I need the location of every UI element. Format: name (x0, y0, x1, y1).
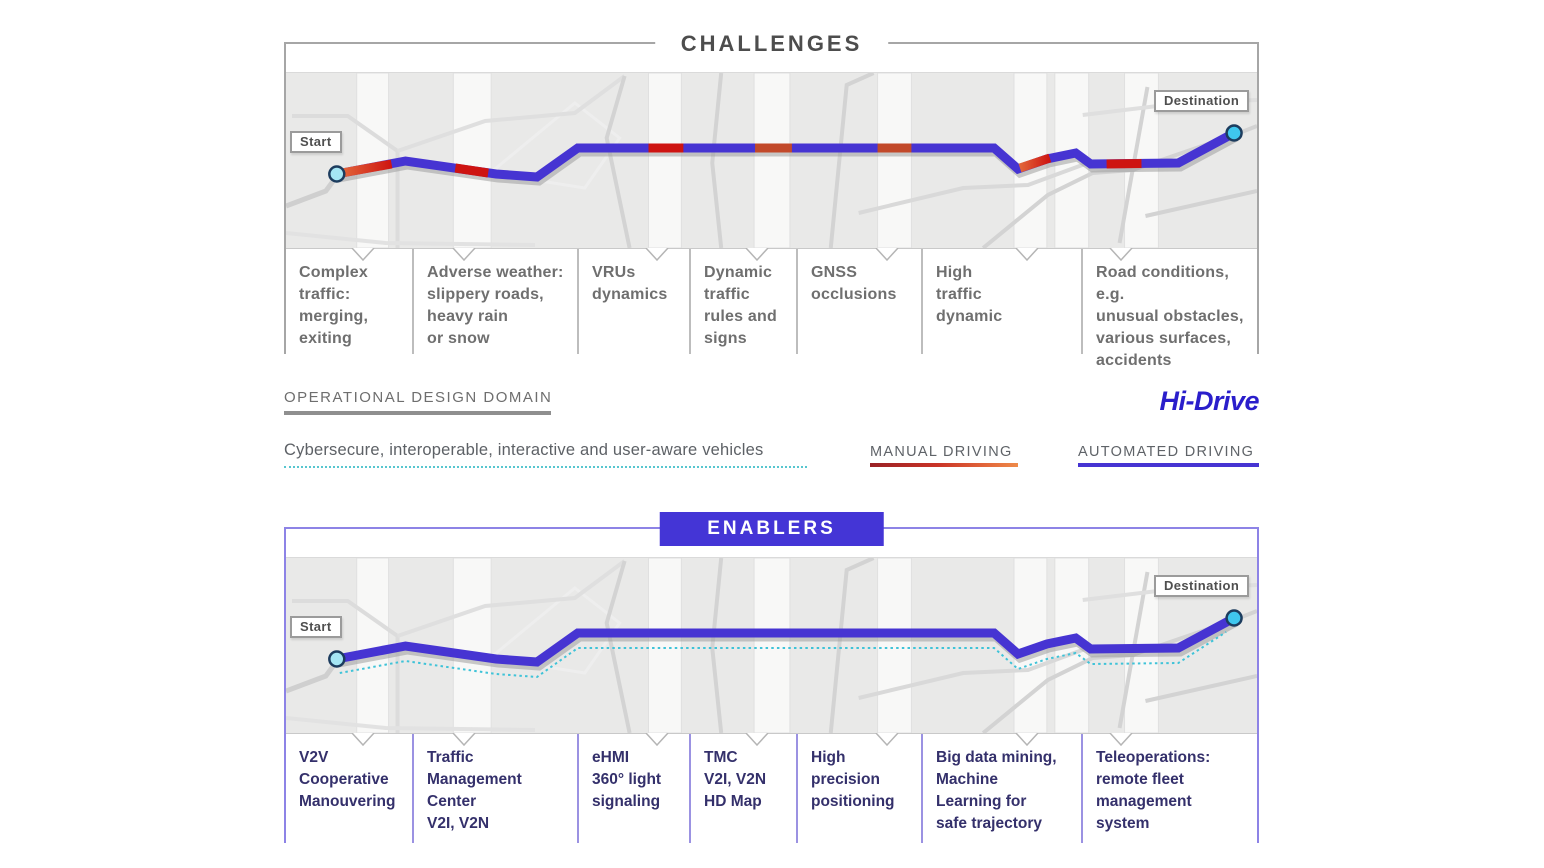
enabler-item: Teleoperations: remote fleet management … (1081, 734, 1257, 843)
enabler-item: TMC V2I, V2N HD Map (689, 734, 796, 843)
challenges-route-map: Start Destination (286, 72, 1257, 249)
enabler-item: High precision positioning (796, 734, 921, 843)
enablers-map-svg (286, 558, 1257, 733)
destination-tag: Destination (1154, 90, 1250, 112)
zone-notch-icon (745, 733, 769, 746)
enablers-labels-row: V2V Cooperative Manouvering Traffic Mana… (286, 733, 1257, 843)
start-marker-icon (328, 165, 346, 183)
zone-notch-icon (875, 248, 899, 261)
challenge-item: VRUs dynamics (577, 249, 689, 354)
enabler-item: Big data mining, Machine Learning for sa… (921, 734, 1081, 843)
manual-driving-color-key (870, 463, 1018, 467)
zone-notch-icon (1109, 733, 1133, 746)
enabler-support-dotted-line (339, 631, 1227, 679)
operational-design-domain-label: OPERATIONAL DESIGN DOMAIN (284, 389, 553, 406)
challenge-item: GNSS occlusions (796, 249, 921, 354)
start-marker-icon (328, 650, 346, 668)
challenge-item: Adverse weather: slippery roads, heavy r… (412, 249, 577, 354)
zone-notch-icon (1109, 248, 1133, 261)
vehicles-dotted-underline (284, 452, 807, 468)
manual-driving-segments (340, 143, 1142, 178)
zone-notch-icon (351, 733, 375, 746)
operational-design-domain-underline (284, 411, 551, 415)
zone-notch-icon (452, 733, 476, 746)
challenge-item: Complex traffic: merging, exiting (299, 264, 369, 347)
challenges-heading: CHALLENGES (654, 29, 889, 59)
enablers-heading: ENABLERS (659, 512, 884, 546)
destination-marker-icon (1225, 609, 1243, 627)
zone-notch-icon (645, 248, 669, 261)
zone-notch-icon (452, 248, 476, 261)
start-tag: Start (290, 616, 342, 638)
challenge-item: Road conditions, e.g. unusual obstacles,… (1081, 249, 1257, 369)
start-tag: Start (290, 131, 342, 153)
challenges-map-svg (286, 73, 1257, 248)
destination-marker-icon (1225, 124, 1243, 142)
manual-driving-label: MANUAL DRIVING (870, 444, 1013, 460)
zone-notch-icon (1015, 248, 1039, 261)
challenges-labels-row: Complex traffic: merging, exiting Advers… (286, 248, 1257, 369)
zone-notch-icon (1015, 733, 1039, 746)
challenge-item: Dynamic traffic rules and signs (689, 249, 796, 354)
challenges-panel: CHALLENGES (284, 29, 1259, 369)
enabler-item: Traffic Management Center V2I, V2N (412, 734, 577, 843)
hi-drive-logo: Hi-Drive (1159, 386, 1259, 416)
enablers-route-map: Start Destination (286, 557, 1257, 734)
zone-notch-icon (645, 733, 669, 746)
zone-notch-icon (745, 248, 769, 261)
challenge-item: High traffic dynamic (921, 249, 1081, 354)
automated-driving-route (335, 614, 1237, 667)
enablers-panel: ENABLERS (284, 512, 1259, 843)
zone-notch-icon (351, 248, 375, 261)
enabler-item: eHMI 360° light signaling (577, 734, 689, 843)
automated-driving-label: AUTOMATED DRIVING (1078, 444, 1255, 460)
zone-notch-icon (875, 733, 899, 746)
enabler-item: V2V Cooperative Manouvering (299, 749, 396, 810)
vehicles-legend-label: Cybersecure, interoperable, interactive … (284, 441, 764, 459)
destination-tag: Destination (1154, 575, 1250, 597)
automated-driving-color-key (1078, 463, 1259, 467)
